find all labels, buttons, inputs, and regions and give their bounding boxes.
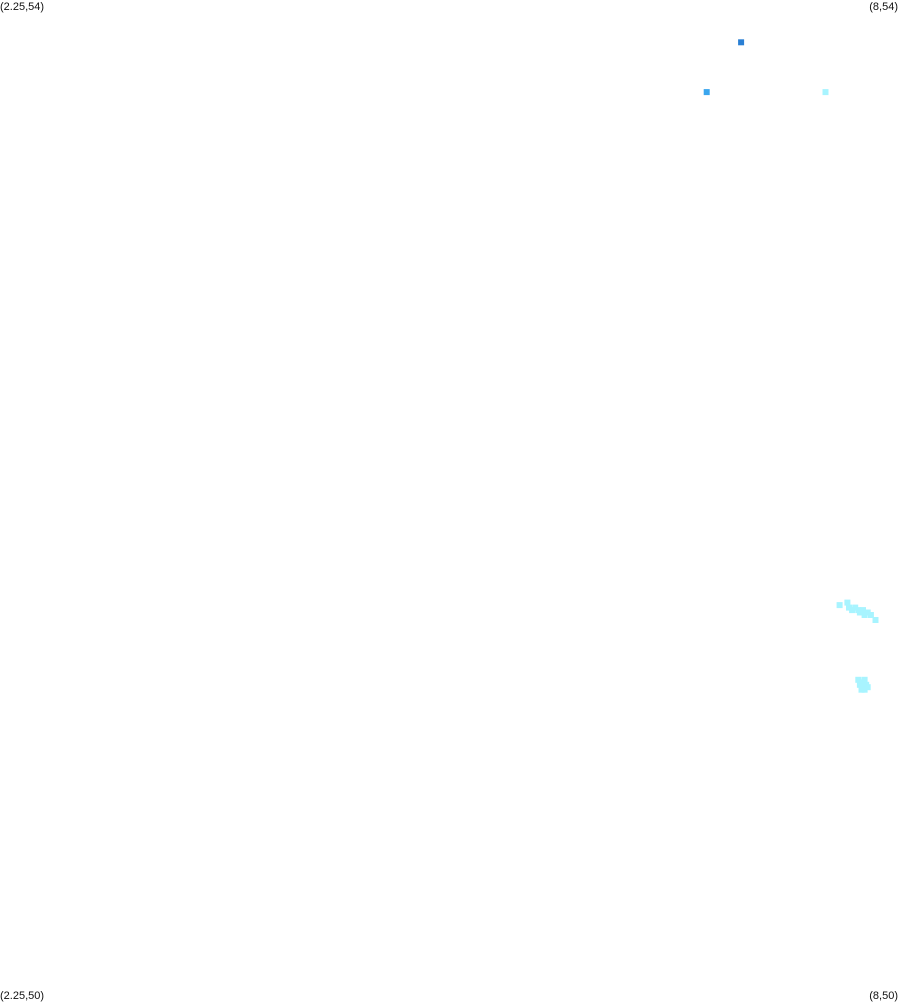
map-point-marker[interactable] xyxy=(864,609,871,616)
map-points-layer xyxy=(703,39,879,693)
map-point-marker[interactable] xyxy=(846,604,852,611)
map-point-marker[interactable] xyxy=(738,39,745,46)
map-point-marker[interactable] xyxy=(856,681,863,688)
map-point-marker[interactable] xyxy=(858,686,865,693)
map-point-marker[interactable] xyxy=(861,676,868,683)
map-point-marker[interactable] xyxy=(855,676,862,683)
map-point-marker[interactable] xyxy=(864,684,871,691)
map-point-marker[interactable] xyxy=(867,612,874,618)
corner-label-top-left: (2.25,54) xyxy=(0,1,45,13)
map-point-marker[interactable] xyxy=(844,599,851,606)
map-point-marker[interactable] xyxy=(861,612,868,618)
map-point-marker[interactable] xyxy=(861,686,868,693)
map-point-marker[interactable] xyxy=(852,604,859,611)
map-point-marker[interactable] xyxy=(860,607,866,614)
map-point-marker[interactable] xyxy=(703,89,710,96)
map-point-marker[interactable] xyxy=(856,609,863,616)
map-point-marker[interactable] xyxy=(836,602,843,609)
corner-label-top-right: (8,54) xyxy=(869,1,898,13)
map-point-marker[interactable] xyxy=(872,617,879,623)
corner-label-bottom-right: (8,50) xyxy=(869,990,898,1002)
map-point-marker[interactable] xyxy=(849,607,856,614)
corner-label-bottom-left: (2.25,50) xyxy=(0,990,45,1002)
map-point-marker[interactable] xyxy=(822,89,829,96)
